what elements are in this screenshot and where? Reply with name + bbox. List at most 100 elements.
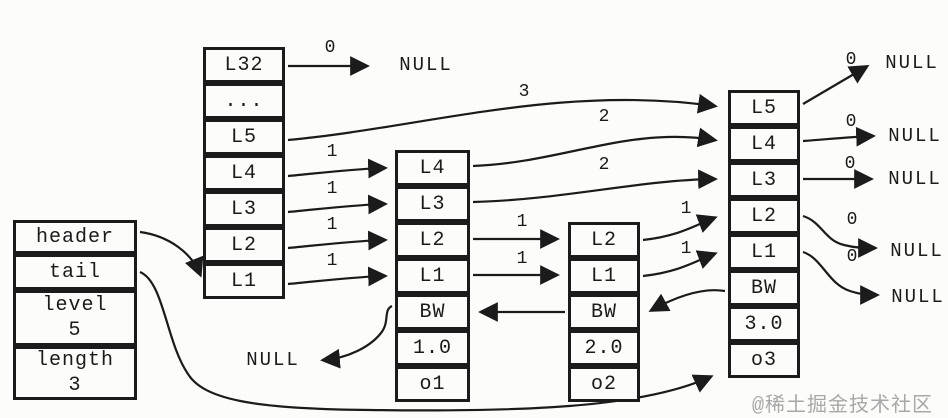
node-3: L5 L4 L3 L2 L1 BW 3.0 o3 — [728, 90, 800, 378]
arrow-node2-l1-to-node3 — [642, 250, 718, 278]
arrow-header-l3-to-node1 — [287, 194, 388, 215]
node3-cell-score: 3.0 — [728, 306, 800, 342]
span-label-l32-null: 0 — [324, 38, 336, 58]
node3-cell-l2: L2 — [728, 198, 800, 234]
span-label-header-l1: 1 — [326, 251, 338, 271]
cell-label: L1 — [419, 264, 446, 288]
cell-label: L1 — [230, 269, 257, 293]
cell-label: ... — [224, 89, 264, 113]
cell-label: L32 — [224, 53, 264, 77]
cell-label: L1 — [590, 264, 617, 288]
node1-cell-l3: L3 — [395, 186, 470, 222]
span-label-node2-l2: 1 — [680, 199, 692, 219]
arrow-node3-bw-to-node2 — [648, 289, 726, 312]
arrow-node3-l4-to-null — [802, 126, 876, 147]
null-label-node3-l1: NULL — [891, 286, 945, 308]
struct-field-header: header — [13, 220, 137, 254]
arrow-header-l2-to-node1 — [287, 230, 388, 251]
header-level-cell-ellipsis: ... — [203, 83, 285, 119]
node1-cell-obj: o1 — [395, 366, 470, 402]
node2-cell-bw: BW — [568, 294, 640, 330]
arrow-node1-bw-to-null — [320, 304, 393, 369]
cell-label: L4 — [419, 156, 446, 180]
node-1: L4 L3 L2 L1 BW 1.0 o1 — [395, 150, 470, 402]
cell-label: L4 — [750, 132, 777, 156]
cell-label: L1 — [750, 240, 777, 264]
span-label-node1-l2: 1 — [516, 212, 528, 232]
arrow-node1-l3-to-node3 — [472, 169, 718, 204]
struct-field-level-label: level — [42, 294, 108, 317]
cell-label: o1 — [419, 372, 446, 396]
span-label-node2-l1: 1 — [680, 239, 692, 259]
null-label-node3-l2: NULL — [890, 240, 944, 262]
cell-label: 3.0 — [744, 312, 784, 336]
struct-field-level: level 5 — [13, 290, 137, 346]
node1-cell-l1: L1 — [395, 258, 470, 294]
arrow-node3-l1-to-null — [802, 250, 880, 305]
struct-field-length-label: length — [35, 349, 114, 372]
span-label-node1-l4: 2 — [598, 107, 610, 127]
span-label-header-l4: 1 — [326, 142, 338, 162]
span-label-node3-l1: 0 — [846, 247, 858, 267]
node1-cell-score: 1.0 — [395, 330, 470, 366]
cell-label: L2 — [750, 204, 777, 228]
node1-cell-l4: L4 — [395, 150, 470, 186]
struct-field-length: length 3 — [13, 346, 137, 400]
span-label-node3-l2: 0 — [846, 210, 858, 230]
cell-label: L2 — [590, 228, 617, 252]
cell-label: L2 — [230, 233, 257, 257]
header-level-cell-l4: L4 — [203, 155, 285, 191]
arrow-node1-l4-to-node3 — [472, 127, 718, 168]
header-level-cell-l5: L5 — [203, 119, 285, 155]
skiplist-struct-box: header tail level 5 length 3 — [13, 220, 137, 400]
struct-field-tail-label: tail — [48, 260, 101, 284]
header-level-cell-l1: L1 — [203, 263, 285, 299]
node2-cell-l2: L2 — [568, 222, 640, 258]
node3-cell-l4: L4 — [728, 126, 800, 162]
node2-cell-score: 2.0 — [568, 330, 640, 366]
cell-label: o2 — [590, 372, 617, 396]
header-level-array: L32 ... L5 L4 L3 L2 L1 — [203, 47, 285, 299]
node3-cell-bw: BW — [728, 270, 800, 306]
cell-label: L3 — [230, 197, 257, 221]
span-label-node3-l5: 0 — [845, 50, 857, 70]
header-level-cell-l32: L32 — [203, 47, 285, 83]
struct-field-header-label: header — [35, 225, 114, 249]
span-label-node1-l1: 1 — [516, 249, 528, 269]
span-label-node1-l3: 2 — [598, 155, 610, 175]
node1-cell-bw: BW — [395, 294, 470, 330]
cell-label: 1.0 — [412, 336, 452, 360]
cell-label: L5 — [230, 125, 257, 149]
arrow-header-l5-to-node3 — [287, 93, 718, 142]
struct-field-length-value: 3 — [68, 374, 82, 397]
cell-label: o3 — [750, 348, 777, 372]
cell-label: BW — [590, 300, 617, 324]
header-level-cell-l3: L3 — [203, 191, 285, 227]
node1-cell-l2: L2 — [395, 222, 470, 258]
null-label-node1-bw: NULL — [246, 349, 300, 371]
node-2: L2 L1 BW 2.0 o2 — [568, 222, 640, 402]
node3-cell-l1: L1 — [728, 234, 800, 270]
arrow-header-l1-to-node1 — [287, 266, 388, 287]
cell-label: BW — [750, 276, 777, 300]
cell-label: L5 — [750, 96, 777, 120]
arrow-header-field-to-array — [139, 230, 204, 278]
arrow-node3-l5-to-null — [802, 64, 870, 105]
cell-label: L4 — [230, 161, 257, 185]
span-label-header-l5: 3 — [518, 82, 530, 102]
arrow-node3-l2-to-null — [802, 214, 878, 258]
cell-label: L3 — [750, 168, 777, 192]
watermark: @稀土掘金技术社区 — [752, 395, 934, 418]
null-label-node3-l4: NULL — [888, 125, 942, 147]
cell-label: L3 — [419, 192, 446, 216]
span-label-header-l3: 1 — [326, 179, 338, 199]
span-label-node3-l4: 0 — [845, 112, 857, 132]
node2-cell-obj: o2 — [568, 366, 640, 402]
span-label-header-l2: 1 — [326, 215, 338, 235]
header-level-cell-l2: L2 — [203, 227, 285, 263]
cell-label: BW — [419, 300, 446, 324]
null-label-node3-l3: NULL — [888, 168, 942, 190]
cell-label: 2.0 — [584, 336, 624, 360]
null-label-node3-l5: NULL — [885, 52, 939, 74]
